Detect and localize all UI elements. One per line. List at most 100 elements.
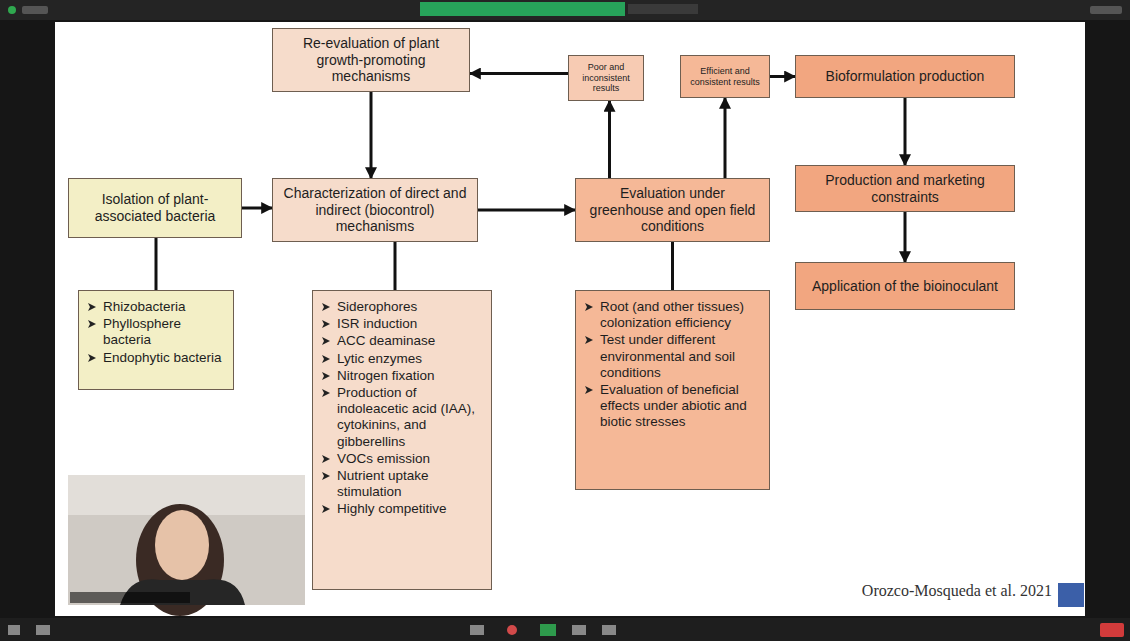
list-text: ISR induction [337, 316, 417, 332]
process-box: Characterization of direct and indirect … [272, 178, 478, 242]
mic-icon [8, 625, 20, 635]
list-bullet [584, 385, 594, 395]
bullet-arrow [322, 455, 330, 463]
citation-text: Orozco-Mosqueda et al. 2021 [840, 582, 1052, 600]
process-box: Re-evaluation of plant growth-promoting … [272, 28, 470, 92]
flow-arrow [608, 101, 611, 178]
bullet-arrow [322, 389, 330, 397]
box-text: Bioformulation production [826, 68, 985, 85]
list-box: SiderophoresISR inductionACC deaminaseLy… [312, 290, 492, 590]
list-bullet [87, 319, 97, 329]
list-text: Nutrient uptake stimulation [337, 468, 483, 500]
list-item: Rhizobacteria [87, 299, 225, 315]
list-item: Nutrient uptake stimulation [321, 468, 483, 500]
list-bullet [321, 354, 331, 364]
toolbar-icon [470, 625, 484, 635]
list-box: Root (and other tissues) colonization ef… [575, 290, 770, 490]
list-text: Phyllosphere bacteria [103, 316, 225, 348]
bullet-arrow [585, 336, 593, 344]
list-item: Siderophores [321, 299, 483, 315]
list-text: Rhizobacteria [103, 299, 186, 315]
list-bullet [584, 302, 594, 312]
list-item: Lytic enzymes [321, 351, 483, 367]
bullet-arrow [585, 303, 593, 311]
list-bullet [321, 319, 331, 329]
list-bullet [321, 504, 331, 514]
camera-icon [36, 625, 50, 635]
bullet-arrow [322, 303, 330, 311]
list-text: Endophytic bacteria [103, 350, 222, 366]
list-text: Production of indoleacetic acid (IAA), c… [337, 385, 483, 450]
list-item: Phyllosphere bacteria [87, 316, 225, 348]
list-bullet [321, 371, 331, 381]
list-text: Evaluation of beneficial effects under a… [600, 382, 761, 431]
box-text: Isolation of plant-associated bacteria [75, 191, 235, 225]
toolbar-icon [507, 625, 517, 635]
bullet-arrow [322, 372, 330, 380]
process-box: Evaluation under greenhouse and open fie… [575, 178, 770, 242]
list-bullet [321, 454, 331, 464]
webcam-thumbnail [68, 475, 305, 616]
bullet-arrow [322, 337, 330, 345]
person-face [155, 510, 209, 580]
process-box: Production and marketing constraints [795, 165, 1015, 212]
flow-arrow [904, 98, 907, 165]
bullet-arrow [88, 320, 96, 328]
logo-icon [1058, 583, 1084, 607]
flow-arrow [470, 72, 568, 75]
list-item: Endophytic bacteria [87, 350, 225, 366]
list-text: Siderophores [337, 299, 417, 315]
list-bullet [87, 302, 97, 312]
flow-arrow [770, 75, 795, 78]
flow-arrow [370, 92, 373, 178]
end-button [1100, 623, 1124, 637]
list-text: Lytic enzymes [337, 351, 422, 367]
box-text: Characterization of direct and indirect … [279, 185, 471, 235]
bullet-arrow [322, 472, 330, 480]
list-text: Test under different environmental and s… [600, 332, 761, 381]
bullet-arrow [88, 354, 96, 362]
list-item: VOCs emission [321, 451, 483, 467]
slide-background [55, 22, 1085, 616]
list-text: ACC deaminase [337, 333, 435, 349]
process-box: Application of the bioinoculant [795, 262, 1015, 310]
list-item: Root (and other tissues) colonization ef… [584, 299, 761, 331]
process-box: Poor and inconsistent results [568, 55, 644, 101]
process-box: Isolation of plant-associated bacteria [68, 178, 242, 238]
process-box: Efficient and consistent results [680, 55, 770, 98]
toolbar-icon [572, 625, 586, 635]
bullet-arrow [322, 505, 330, 513]
list-bullet [321, 302, 331, 312]
list-bullet [321, 388, 331, 398]
list-text: Highly competitive [337, 501, 447, 517]
status-dot [8, 6, 16, 14]
view-options [628, 4, 698, 14]
process-box: Bioformulation production [795, 55, 1015, 98]
box-text: Application of the bioinoculant [812, 278, 998, 295]
view-button [1090, 6, 1122, 14]
list-item: Highly competitive [321, 501, 483, 517]
list-item: Nitrogen fixation [321, 368, 483, 384]
bullet-arrow [322, 320, 330, 328]
box-text: Poor and inconsistent results [575, 62, 637, 94]
list-bullet [584, 335, 594, 345]
connector-line [155, 238, 158, 290]
box-text: Production and marketing constraints [802, 172, 1008, 206]
box-text: Re-evaluation of plant growth-promoting … [279, 35, 463, 85]
box-text: Efficient and consistent results [687, 66, 763, 88]
list-text: VOCs emission [337, 451, 430, 467]
connector-line [671, 242, 674, 290]
bullet-arrow [322, 355, 330, 363]
list-item: Test under different environmental and s… [584, 332, 761, 381]
box-text: Evaluation under greenhouse and open fie… [582, 185, 763, 235]
toolbar-icon [602, 625, 616, 635]
top-bar [0, 0, 1130, 20]
bullet-arrow [88, 303, 96, 311]
bottom-toolbar [0, 618, 1130, 641]
list-item: ISR induction [321, 316, 483, 332]
bullet-arrow [585, 386, 593, 394]
name-strip [70, 592, 190, 603]
sharing-banner [420, 2, 625, 16]
